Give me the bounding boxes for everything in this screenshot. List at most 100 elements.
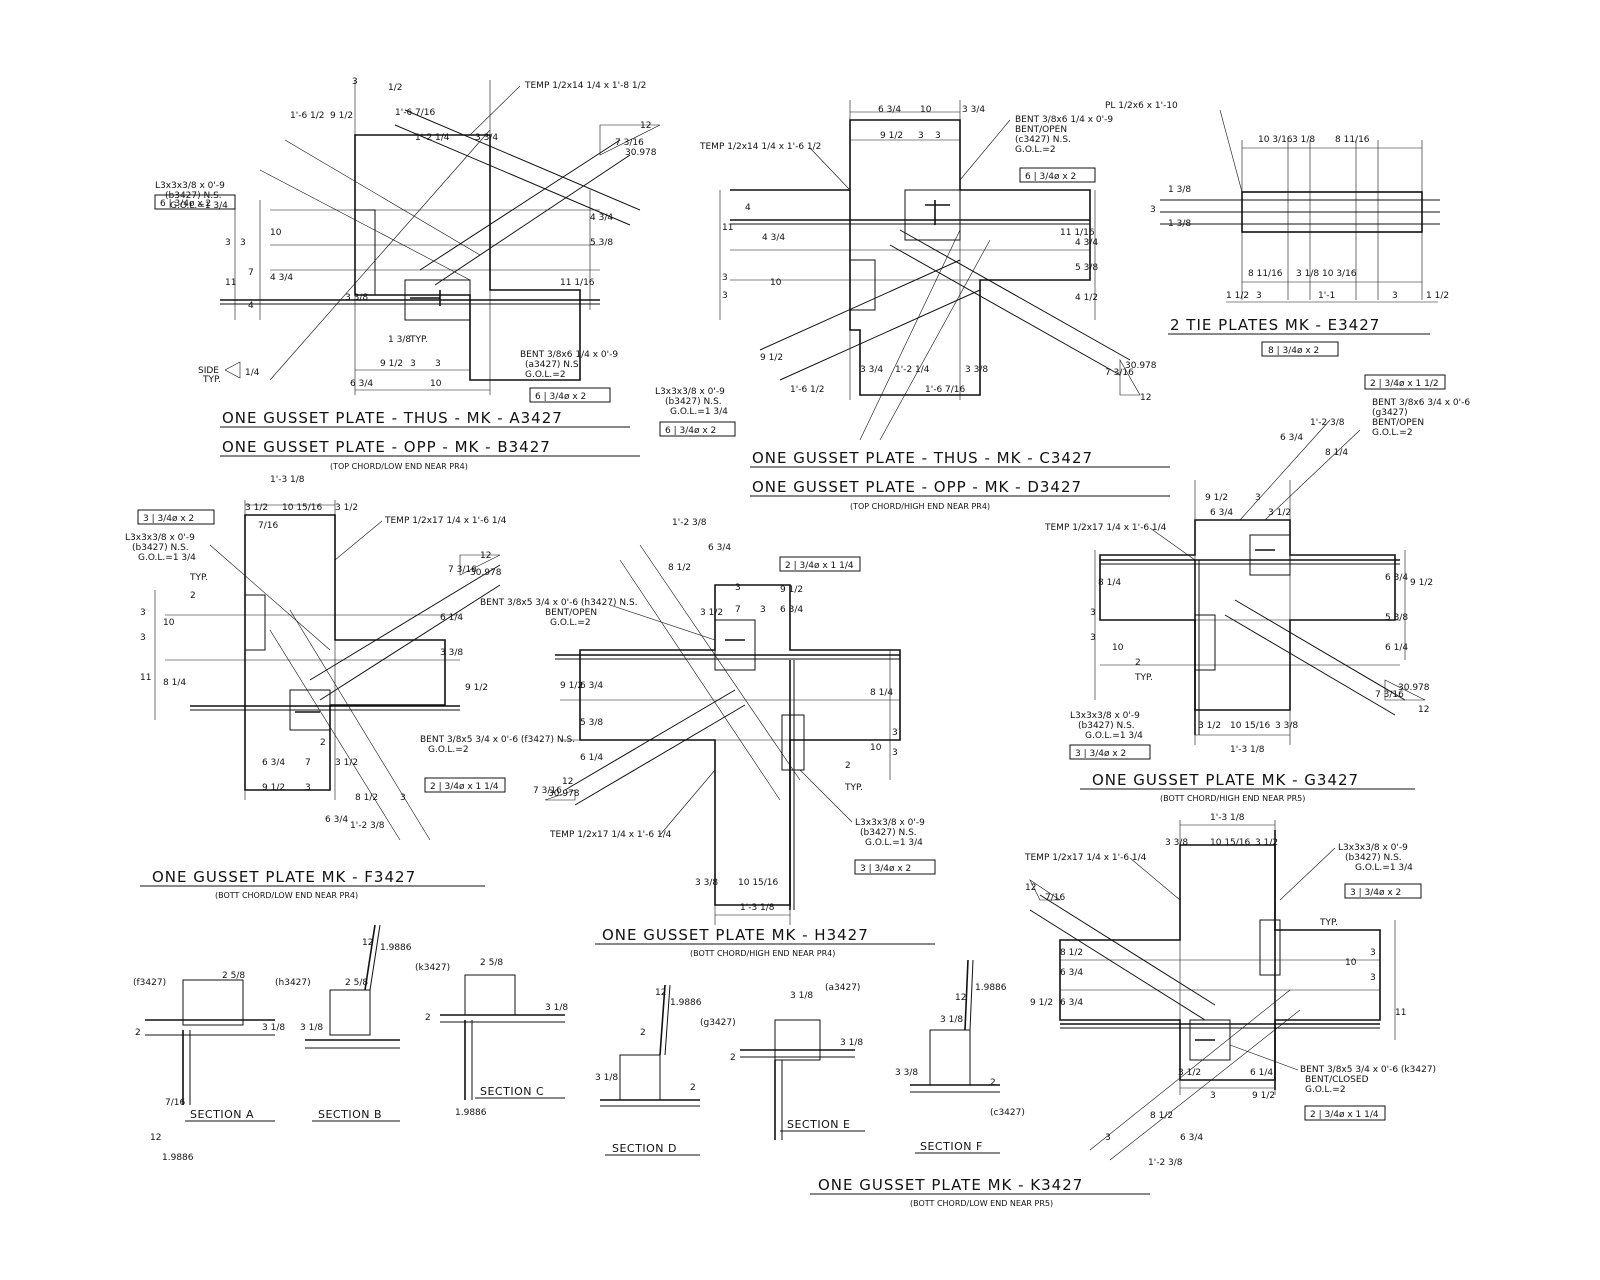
svg-text:3: 3 [1255, 493, 1261, 503]
bolt-callout-box [1069, 744, 1151, 760]
svg-text:2: 2 [135, 1028, 141, 1038]
section-f: (c3427) 3 1/8 3 3/8 2 12 1.9886 SECTION … [895, 959, 1025, 1154]
svg-text:8 1/4: 8 1/4 [163, 678, 186, 688]
section-label: SECTION A [190, 1108, 254, 1121]
svg-text:10 15/16: 10 15/16 [282, 503, 323, 513]
angle-gol: G.O.L.=1 3/4 [865, 838, 923, 848]
bolt-callout-box [154, 194, 236, 210]
svg-text:1'-2 3/8: 1'-2 3/8 [1148, 1158, 1183, 1168]
svg-text:2: 2 [730, 1053, 736, 1063]
angle-clip [1194, 614, 1216, 671]
temp-plate-label: TEMP 1/2x17 1/4 x 1'-6 1/4 [549, 830, 672, 840]
svg-text:1'-6 1/2: 1'-6 1/2 [790, 385, 825, 395]
section-label: SECTION D [612, 1142, 677, 1155]
bent-plate-label: BENT 3/8x6 1/4 x 0'-9 [520, 350, 618, 360]
section-profile [774, 1019, 821, 1061]
temp-plate-label: TEMP 1/2x17 1/4 x 1'-6 1/4 [1044, 523, 1167, 533]
svg-text:6 1/4: 6 1/4 [580, 753, 603, 763]
svg-text:3 3/8: 3 3/8 [345, 293, 368, 303]
diagonal-member [404, 109, 641, 211]
svg-text:3: 3 [1370, 948, 1376, 958]
detail-subtitle: (BOTT CHORD/LOW END NEAR PR4) [215, 891, 358, 900]
temp-plate-label: TEMP 1/2x17 1/4 x 1'-6 1/4 [1024, 853, 1147, 863]
detail-title: 2 TIE PLATES MK - E3427 [1170, 316, 1380, 334]
angle-clip [849, 259, 876, 311]
svg-text:9 1/2: 9 1/2 [1205, 493, 1228, 503]
svg-text:2: 2 [640, 1028, 646, 1038]
bolt-callout-1: 6 | 3/4ø x 2 [160, 199, 211, 209]
svg-text:TYP.: TYP. [409, 335, 428, 345]
bolt-callout-2: 3 | 3/4ø x 2 [1075, 749, 1126, 759]
bolt-callout: 8 | 3/4ø x 2 [1268, 346, 1319, 356]
angle-label: L3x3x3/8 x 0'-9 [1070, 711, 1140, 721]
svg-text:3: 3 [892, 748, 898, 758]
bolt-callout-1: 3 | 3/4ø x 2 [143, 514, 194, 524]
temp-plate-label: TEMP 1/2x17 1/4 x 1'-6 1/4 [384, 516, 507, 526]
section-profile [929, 1029, 971, 1086]
svg-text:10 15/16: 10 15/16 [1230, 721, 1271, 731]
svg-text:7/16: 7/16 [258, 521, 278, 531]
svg-text:6 3/4: 6 3/4 [1060, 968, 1083, 978]
section-mark: (h3427) [275, 978, 311, 988]
bent-open: BENT/OPEN [1015, 125, 1067, 135]
svg-text:1.9886: 1.9886 [670, 998, 702, 1008]
angle-clip [1259, 919, 1281, 976]
svg-text:8 1/2: 8 1/2 [355, 793, 378, 803]
svg-text:6 1/4: 6 1/4 [1250, 1068, 1273, 1078]
bent-plate [714, 619, 756, 671]
section-mark: (c3427) [990, 1108, 1025, 1118]
svg-text:TYP.: TYP. [1134, 673, 1153, 683]
svg-text:10: 10 [430, 379, 442, 389]
svg-text:3 1/2: 3 1/2 [1198, 721, 1221, 731]
svg-text:7 3/16: 7 3/16 [1375, 690, 1404, 700]
section-mark: (k3427) [415, 963, 450, 973]
svg-text:6 3/4: 6 3/4 [1060, 998, 1083, 1008]
svg-text:10: 10 [1345, 958, 1357, 968]
svg-text:12: 12 [640, 121, 651, 131]
bolt-callout-1: 2 | 3/4ø x 1 1/2 [1370, 379, 1439, 389]
angle-label: L3x3x3/8 x 0'-9 [155, 181, 225, 191]
svg-text:3: 3 [410, 359, 416, 369]
angle-label: L3x3x3/8 x 0'-9 [655, 387, 725, 397]
gusset-plate-outline [1059, 844, 1381, 1081]
detail-subtitle: (BOTT CHORD/HIGH END NEAR PR5) [1160, 794, 1305, 803]
detail-title-opp: ONE GUSSET PLATE - OPP - MK - D3427 [752, 478, 1082, 496]
section-label: SECTION B [318, 1108, 382, 1121]
angle-label: L3x3x3/8 x 0'-9 [125, 533, 195, 543]
svg-text:1'-6 7/16: 1'-6 7/16 [925, 385, 966, 395]
svg-text:1'-2 1/4: 1'-2 1/4 [895, 365, 930, 375]
bent-ns: (g3427) [1372, 408, 1408, 418]
bolt-callout-box [1261, 341, 1339, 357]
section-label: SECTION E [787, 1118, 850, 1131]
svg-text:3 3/8: 3 3/8 [695, 878, 718, 888]
svg-text:3 3/8: 3 3/8 [440, 648, 463, 658]
bolt-callout-2: 2 | 3/4ø x 1 1/4 [1310, 1110, 1379, 1120]
side-label: SIDE [198, 366, 219, 376]
svg-text:1 3/8: 1 3/8 [1168, 219, 1191, 229]
section-c: (k3427) 2 5/8 3 1/8 2 1.9886 SECTION C [415, 958, 568, 1118]
svg-text:9 1/2: 9 1/2 [465, 683, 488, 693]
svg-text:7: 7 [735, 605, 741, 615]
svg-text:3 3/8: 3 3/8 [965, 365, 988, 375]
bent-plate [1189, 1019, 1231, 1061]
svg-text:7/16: 7/16 [1045, 893, 1065, 903]
gusset-plate-outline [579, 584, 901, 906]
section-profile [329, 989, 371, 1036]
angle-ns: (b3427) N.S. [1345, 853, 1402, 863]
bolt-callout-box [1364, 374, 1446, 390]
slope-triangle [544, 789, 576, 801]
section-mark: (g3427) [700, 1018, 736, 1028]
slope-triangle [1119, 358, 1141, 396]
svg-text:3: 3 [140, 608, 146, 618]
svg-text:3 1/8: 3 1/8 [595, 1073, 618, 1083]
angle-gol: G.O.L.=1 3/4 [138, 553, 196, 563]
svg-text:1'-6 7/16: 1'-6 7/16 [395, 108, 436, 118]
svg-text:3 1/8: 3 1/8 [1296, 269, 1319, 279]
svg-text:1.9886: 1.9886 [380, 943, 412, 953]
section-profile [619, 1054, 661, 1101]
svg-text:30.978: 30.978 [1398, 683, 1430, 693]
svg-text:9 1/2: 9 1/2 [1410, 578, 1433, 588]
svg-text:3: 3 [1256, 291, 1262, 301]
svg-text:12: 12 [1025, 883, 1036, 893]
